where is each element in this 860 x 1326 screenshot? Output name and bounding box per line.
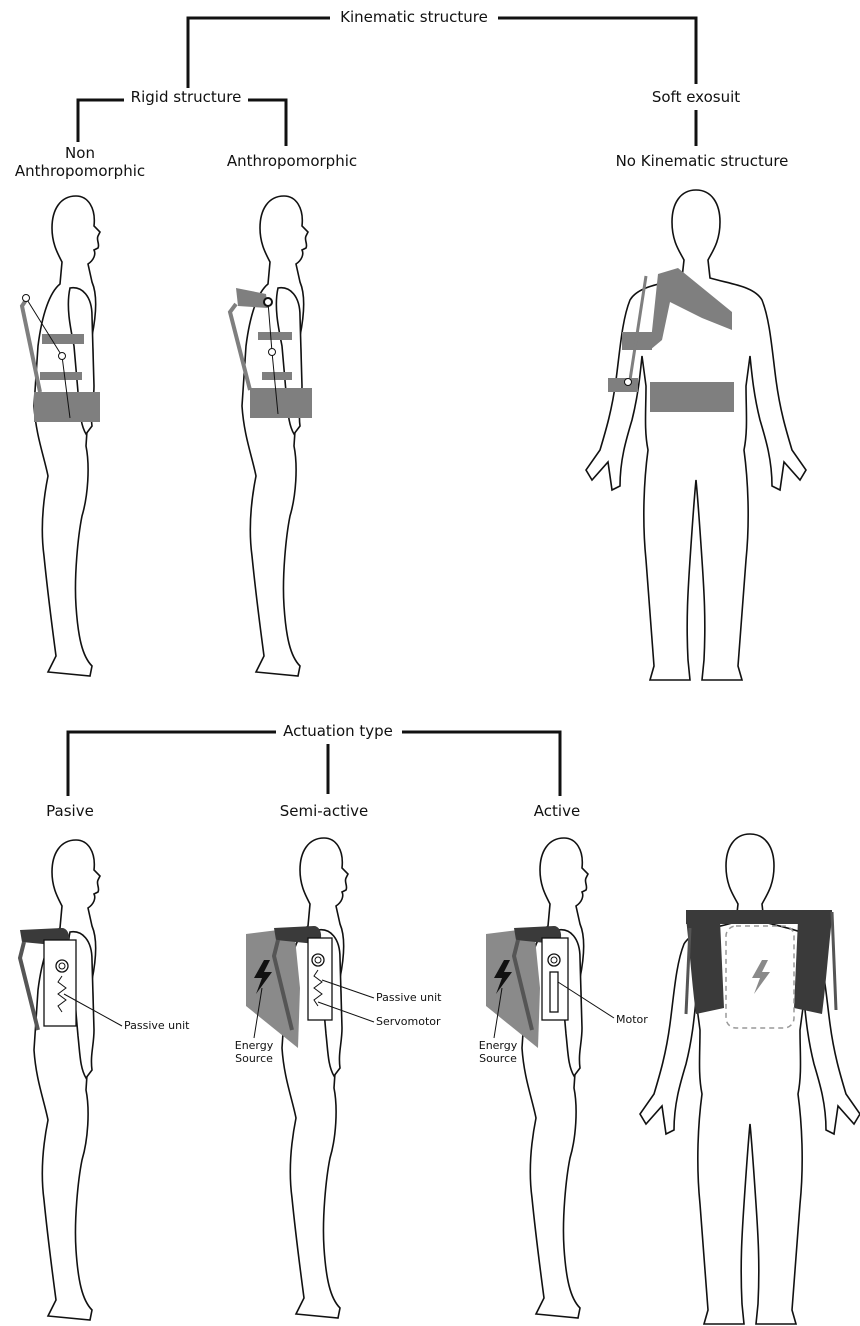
figure-non-anthropomorphic (22, 196, 100, 676)
no-kinematic-structure-label: No Kinematic structure (616, 152, 789, 170)
passive-unit-annotation-2: Passive unit (376, 991, 441, 1004)
soft-exosuit-label: Soft exosuit (652, 88, 740, 106)
actuation-type-label: Actuation type (283, 722, 393, 740)
non-anthropomorphic-label: Non Anthropomorphic (15, 144, 145, 180)
semi-active-label: Semi-active (280, 802, 369, 820)
energy-source-annotation-1: Energy Source (235, 1039, 274, 1065)
figure-soft-exosuit (586, 190, 806, 680)
passive-label: Pasive (46, 802, 94, 820)
kinematic-structure-label: Kinematic structure (340, 8, 488, 26)
anthropomorphic-label: Anthropomorphic (227, 152, 357, 170)
figure-active-soft-front (640, 834, 860, 1324)
figure-active (486, 838, 614, 1318)
motor-annotation: Motor (616, 1013, 648, 1026)
energy-source-annotation-2: Energy Source (479, 1039, 518, 1065)
figure-passive (20, 840, 122, 1320)
figure-semi-active (246, 838, 374, 1318)
rigid-structure-label: Rigid structure (131, 88, 242, 106)
actuation-tree-lines (68, 732, 560, 796)
active-label: Active (534, 802, 580, 820)
kinematic-tree-lines (78, 18, 696, 146)
passive-unit-annotation-1: Passive unit (124, 1019, 189, 1032)
servomotor-annotation: Servomotor (376, 1015, 441, 1028)
figure-anthropomorphic (230, 196, 312, 676)
